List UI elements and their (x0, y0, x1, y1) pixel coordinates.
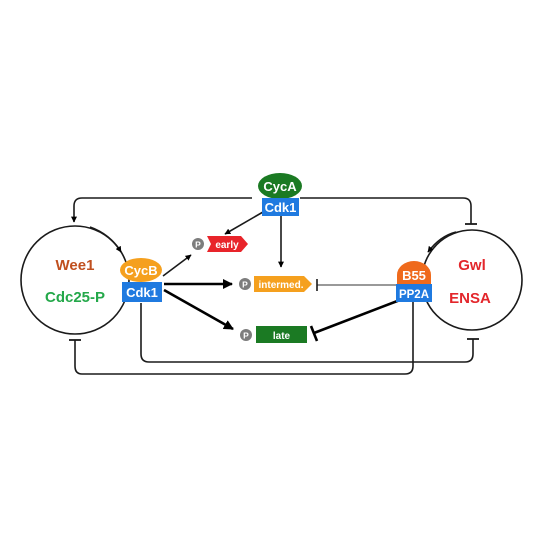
intermed-phospho-icon (239, 278, 251, 290)
left-loop-circle (20, 225, 130, 335)
wee1-label: Wee1 (56, 257, 95, 274)
late-tag (256, 326, 307, 343)
cyca-to-right-loop-inhibition (300, 197, 472, 224)
cycb-cdk1-label: Cdk1 (126, 285, 158, 300)
cycb-to-early-arrow (162, 254, 192, 277)
cycb-cdk1-box (122, 282, 162, 302)
intermed-label: intermed. (258, 280, 303, 291)
left-loop: Wee1 Cdc25-P (20, 225, 130, 335)
early-label: early (215, 240, 239, 251)
late-phospho-label: P (243, 331, 249, 341)
b55-label: B55 (402, 268, 426, 283)
left-loop-to-cycb-arrow (89, 226, 122, 253)
pp2a-label: PP2A (399, 289, 429, 301)
early-phospho-label: P (195, 240, 201, 250)
right-loop: Gwl ENSA (421, 229, 523, 331)
cycb-to-late-arrow (163, 288, 234, 331)
intermed-phospho-label: P (242, 280, 248, 290)
pp2a-to-left-loop-inhibition (74, 302, 414, 375)
cyca-to-left-loop-arrow (71, 197, 252, 223)
early-substrate: P early (192, 236, 248, 252)
gwl-label: Gwl (458, 257, 486, 274)
late-phospho-icon (240, 329, 252, 341)
late-substrate: P late (240, 326, 307, 343)
ensa-label: ENSA (449, 290, 491, 307)
b55-pp2a-complex: B55 PP2A (396, 261, 432, 302)
cyca-ellipse (258, 173, 302, 199)
cycb-ellipse (120, 258, 162, 282)
cdc25-label: Cdc25-P (45, 289, 105, 306)
cyca-cdk1-box (262, 198, 299, 216)
intermed-tag (254, 276, 312, 292)
cycb-label: CycB (124, 263, 157, 278)
cyca-to-early-arrow (224, 211, 264, 235)
cyca-label: CycA (263, 179, 297, 194)
cdk1-to-right-loop-inhibition (140, 303, 474, 363)
cycb-cdk1-complex: CycB Cdk1 (120, 258, 162, 302)
pp2a-to-late-inhibition (313, 298, 401, 335)
right-loop-to-pp2a-arrow (427, 231, 457, 253)
pp2a-box (396, 284, 432, 302)
b55-dome (397, 261, 431, 284)
right-loop-circle (421, 229, 523, 331)
early-phospho-icon (192, 238, 204, 250)
late-inhibition-bar (309, 325, 319, 342)
late-label: late (273, 331, 291, 342)
early-tag (207, 236, 248, 252)
cyca-cdk1-complex: CycA Cdk1 (258, 173, 302, 216)
intermed-substrate: P intermed. (239, 276, 312, 292)
cyca-cdk1-label: Cdk1 (265, 200, 297, 215)
